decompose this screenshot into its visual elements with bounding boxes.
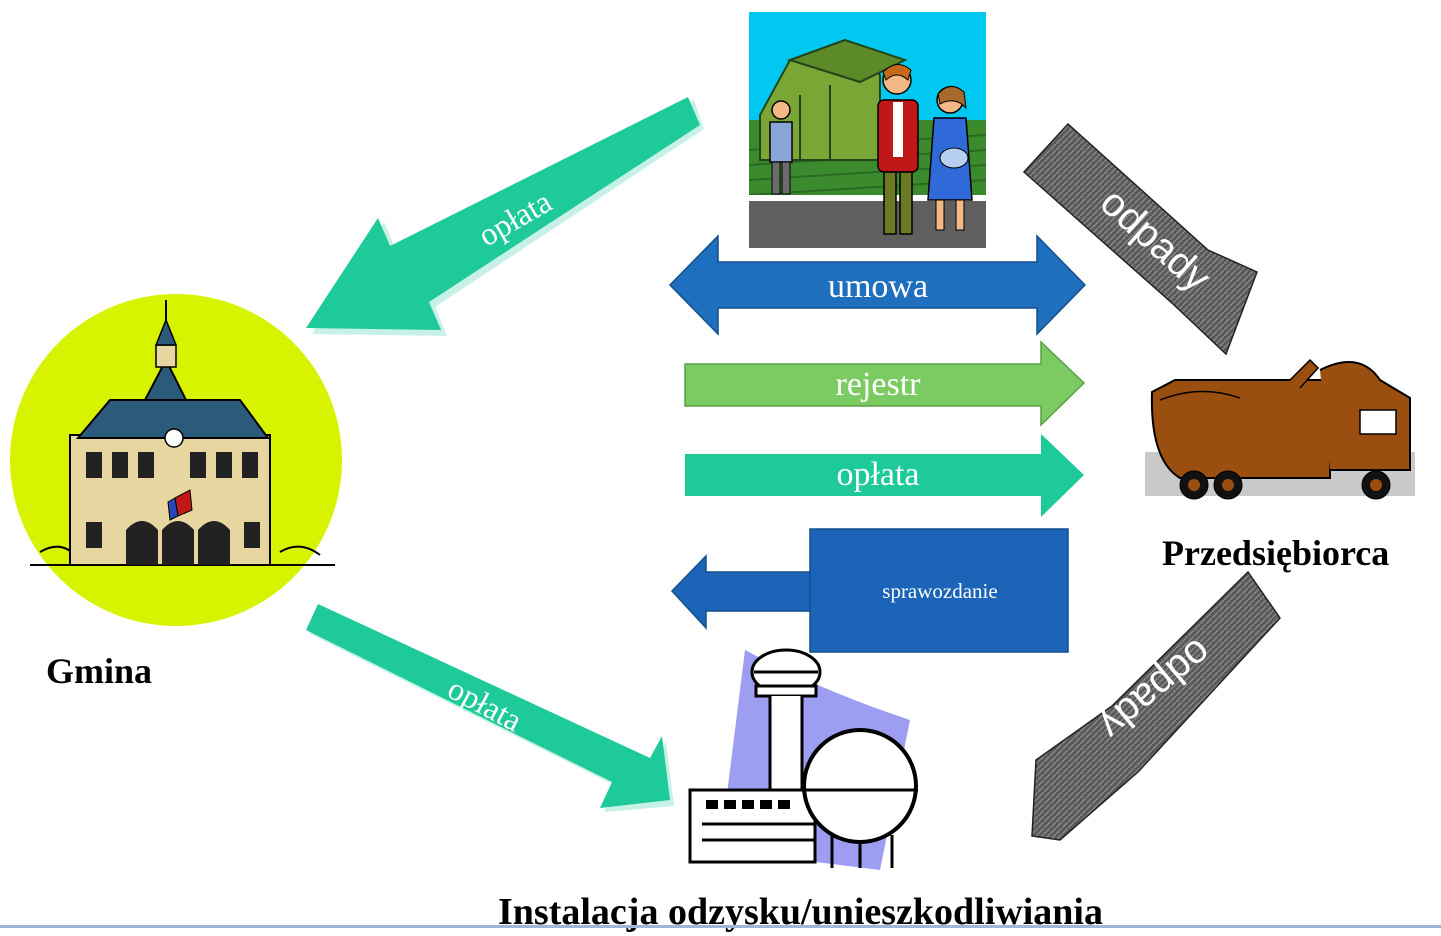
fee-arrow-to-installation xyxy=(306,604,674,812)
register-arrow-label: rejestr xyxy=(835,366,921,403)
fee-arrow-to-gmina xyxy=(306,97,704,336)
agreement-arrow xyxy=(668,234,1087,336)
fee-arrow-mid-label: opłata xyxy=(836,456,920,493)
town-hall-illustration xyxy=(10,294,342,626)
waste-arrow-bottom xyxy=(1031,570,1281,841)
gmina-label: Gmina xyxy=(46,651,153,691)
report-box-label: sprawozdanie xyxy=(882,579,998,603)
waste-arrow-top xyxy=(1022,122,1258,356)
agreement-arrow-label: umowa xyxy=(827,268,929,305)
register-arrow xyxy=(684,340,1086,427)
garbage-truck-illustration xyxy=(1145,358,1415,500)
fee-arrow-mid xyxy=(685,434,1084,517)
report-arrow xyxy=(670,528,1069,653)
installation-illustration xyxy=(688,648,918,870)
slide-bottom-line xyxy=(0,925,1441,928)
residents-illustration xyxy=(748,12,987,248)
przedsiebiorca-label: Przedsiębiorca xyxy=(1162,533,1390,573)
